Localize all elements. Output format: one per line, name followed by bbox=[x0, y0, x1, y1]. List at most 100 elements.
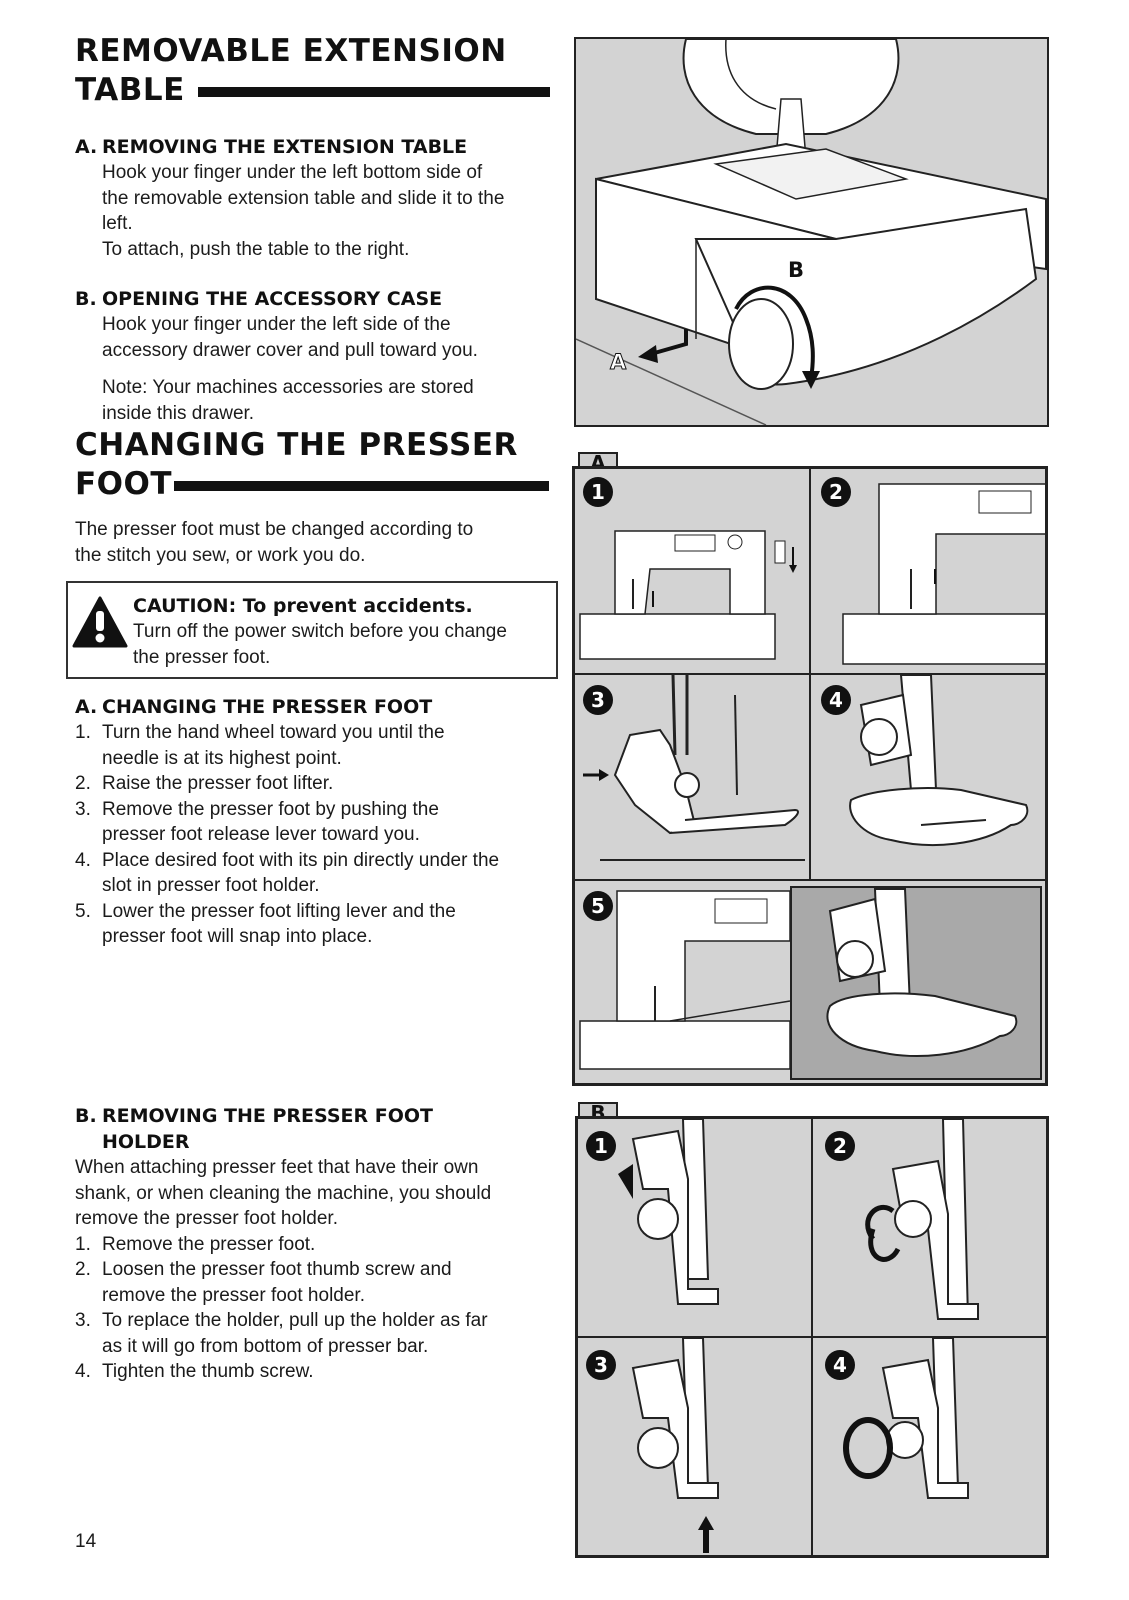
text-line: To attach, push the table to the right. bbox=[102, 238, 410, 260]
subheading-removing-extension-table: REMOVING THE EXTENSION TABLE bbox=[102, 136, 468, 158]
text-line: accessory drawer cover and pull toward y… bbox=[102, 339, 478, 361]
list-item: 2. Loosen the presser foot thumb screw an… bbox=[75, 1257, 565, 1308]
list-item: 4.Tighten the thumb screw. bbox=[75, 1359, 565, 1385]
changing-presser-foot-block: A.CHANGING THE PRESSER FOOT 1. Turn the h… bbox=[75, 694, 565, 950]
text-line: presser foot will snap into place. bbox=[102, 926, 373, 947]
page-number: 14 bbox=[75, 1531, 97, 1552]
title-rule bbox=[174, 480, 550, 491]
holder-step-4-cell: 4 bbox=[812, 1337, 1047, 1556]
subheading-changing-presser-foot: CHANGING THE PRESSER FOOT bbox=[102, 696, 433, 718]
holder-illustration bbox=[618, 1119, 719, 1305]
list-item: 4. Place desired foot with its pin direct… bbox=[75, 848, 565, 899]
text-line: as it will go from bottom of presser bar… bbox=[102, 1335, 429, 1357]
title-rule bbox=[198, 86, 551, 97]
text-line: Lower the presser foot lifting lever and… bbox=[102, 900, 456, 922]
title-line-2: FOOT bbox=[75, 466, 173, 502]
step-number: 2. bbox=[75, 1259, 91, 1280]
holder-replace-illustration bbox=[631, 1338, 719, 1553]
presser-foot-lower-illustration bbox=[579, 886, 1042, 1080]
step-2-cell: 2 bbox=[810, 468, 1046, 674]
presser-foot-release-illustration bbox=[583, 675, 805, 861]
machine-front-illustration bbox=[579, 530, 797, 660]
machine-closeup-illustration bbox=[842, 483, 1045, 665]
list-item: 1. Turn the hand wheel toward you until t… bbox=[75, 720, 565, 771]
subheading-removing-holder: REMOVING THE PRESSER FOOT bbox=[102, 1105, 434, 1127]
section-title-changing-presser-foot: CHANGING THE PRESSER FOOT bbox=[75, 426, 550, 504]
list-item: 3. Remove the presser foot by pushing the… bbox=[75, 797, 565, 848]
title-line-1: REMOVABLE EXTENSION bbox=[75, 33, 507, 69]
text-line: remove the presser foot holder. bbox=[102, 1284, 365, 1306]
text-line: shank, or when cleaning the machine, you… bbox=[75, 1182, 492, 1204]
heading-prefix: B. bbox=[75, 288, 97, 310]
text-line: Note: Your machines accessories are stor… bbox=[102, 377, 474, 398]
title-line-1: CHANGING THE PRESSER bbox=[75, 427, 518, 463]
section-title-extension-table: REMOVABLE EXTENSION TABLE bbox=[75, 32, 551, 110]
text-line: Remove the presser foot by pushing the bbox=[102, 798, 439, 820]
text-line: left. bbox=[102, 213, 133, 234]
machine-illustration bbox=[576, 39, 1047, 425]
removing-presser-foot-holder-block: B.REMOVING THE PRESSER FOOT HOLDER When a… bbox=[75, 1103, 565, 1385]
text-line: Raise the presser foot lifter. bbox=[102, 773, 334, 794]
subheading-opening-accessory-case: OPENING THE ACCESSORY CASE bbox=[102, 288, 443, 310]
removing-extension-table-block: A.REMOVING THE EXTENSION TABLE Hook your… bbox=[75, 134, 565, 262]
text-line: inside this drawer. bbox=[102, 402, 255, 424]
step-number-1: 1 bbox=[583, 477, 613, 507]
thumb-screw-loosen-illustration bbox=[865, 1119, 979, 1320]
warning-icon bbox=[72, 595, 128, 649]
step-5-cell: 5 bbox=[574, 880, 1046, 1084]
heading-prefix: A. bbox=[75, 136, 98, 158]
heading-prefix: A. bbox=[75, 696, 98, 718]
list-item: 5. Lower the presser foot lifting lever a… bbox=[75, 899, 565, 950]
step-number: 2. bbox=[75, 773, 91, 794]
holder-step-3-cell: 3 bbox=[577, 1337, 812, 1556]
presser-foot-attach-illustration bbox=[849, 675, 1029, 846]
step-number-4: 4 bbox=[825, 1350, 855, 1380]
step-number-5: 5 bbox=[583, 891, 613, 921]
text-line: When attaching presser feet that have th… bbox=[75, 1157, 479, 1178]
holder-step-2-cell: 2 bbox=[812, 1118, 1047, 1337]
text-line: the removable extension table and slide … bbox=[102, 187, 505, 209]
step-number-3: 3 bbox=[583, 685, 613, 715]
text-line: the stitch you sew, or work you do. bbox=[75, 544, 366, 566]
step-number: 1. bbox=[75, 722, 91, 743]
figure-extension-table: B A bbox=[574, 37, 1049, 427]
panel-b-steps: 1 2 3 4 bbox=[575, 1116, 1049, 1558]
text-line: Hook your finger under the left side of … bbox=[102, 314, 451, 335]
holder-step-1-cell: 1 bbox=[577, 1118, 812, 1337]
figure-label-a: A bbox=[609, 350, 627, 375]
step-number: 4. bbox=[75, 849, 91, 871]
panel-a-steps: 1 2 3 bbox=[572, 466, 1048, 1086]
step-3-cell: 3 bbox=[574, 674, 810, 880]
step-number: 5. bbox=[75, 900, 91, 922]
text-line: Remove the presser foot. bbox=[102, 1233, 316, 1255]
step-number: 1. bbox=[75, 1233, 91, 1255]
text-line: Place desired foot with its pin directly… bbox=[102, 849, 500, 871]
step-number: 4. bbox=[75, 1361, 91, 1382]
list-item: 3. To replace the holder, pull up the hol… bbox=[75, 1308, 565, 1359]
caution-heading: CAUTION: To prevent accidents. bbox=[133, 595, 473, 617]
text-line: Loosen the presser foot thumb screw and bbox=[102, 1259, 452, 1280]
step-1-cell: 1 bbox=[574, 468, 810, 674]
step-number-2: 2 bbox=[825, 1131, 855, 1161]
step-number: 3. bbox=[75, 798, 91, 820]
list-item: 2. Raise the presser foot lifter. bbox=[75, 771, 565, 797]
text-line: needle is at its highest point. bbox=[102, 747, 342, 769]
text-line: Hook your finger under the left bottom s… bbox=[102, 162, 483, 183]
text-line: Turn the hand wheel toward you until the bbox=[102, 722, 445, 743]
step-4-cell: 4 bbox=[810, 674, 1046, 880]
heading-prefix: B. bbox=[75, 1105, 97, 1127]
accessory-note: Note: Your machines accessories are stor… bbox=[75, 375, 565, 426]
title-line-2: TABLE bbox=[75, 72, 185, 108]
caution-box: CAUTION: To prevent accidents. Turn off … bbox=[66, 581, 558, 679]
text-line: presser foot release lever toward you. bbox=[102, 824, 420, 845]
thumb-screw-tighten-illustration bbox=[843, 1338, 969, 1499]
subheading-removing-holder-line2: HOLDER bbox=[102, 1131, 190, 1153]
step-number-2: 2 bbox=[821, 477, 851, 507]
step-number-1: 1 bbox=[586, 1131, 616, 1161]
presser-foot-intro: The presser foot must be changed accordi… bbox=[75, 517, 565, 568]
step-number: 3. bbox=[75, 1310, 91, 1331]
text-line: To replace the holder, pull up the holde… bbox=[102, 1310, 488, 1331]
list-item: 1. Remove the presser foot. bbox=[75, 1232, 565, 1258]
text-line: The presser foot must be changed accordi… bbox=[75, 519, 474, 540]
figure-label-b: B bbox=[788, 258, 805, 282]
